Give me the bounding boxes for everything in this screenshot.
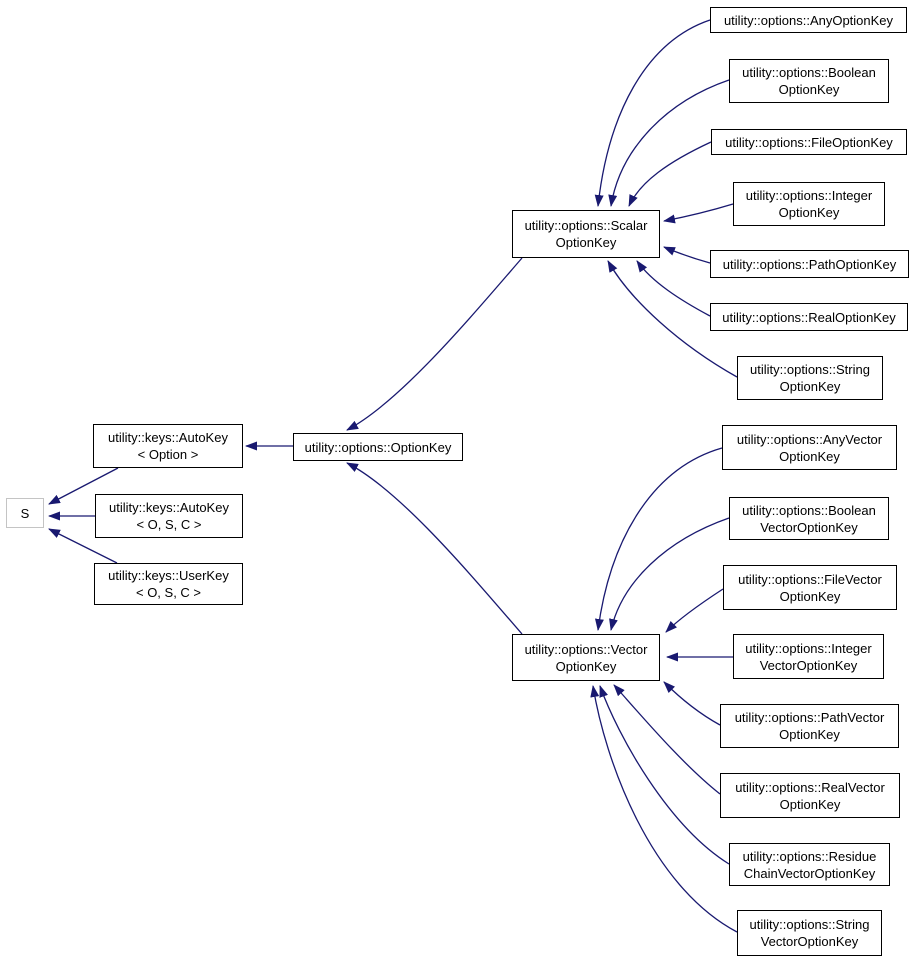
edge-booleanoptionkey-to-scalar [608, 79, 730, 207]
node-s: S [6, 498, 44, 528]
edge-stringvectoroptionkey-to-vector [590, 685, 738, 933]
edge-userkey-osc-to-s [48, 528, 118, 564]
node-booleanvectoroptionkey[interactable]: utility::options::Boolean VectorOptionKe… [729, 497, 889, 540]
node-pathoptionkey[interactable]: utility::options::PathOptionKey [710, 250, 909, 278]
edge-anyvectoroptionkey-to-vector [594, 447, 723, 631]
node-integervectoroptionkey[interactable]: utility::options::Integer VectorOptionKe… [733, 634, 884, 679]
edge-fileoptionkey-to-scalar [628, 141, 712, 207]
node-realoptionkey[interactable]: utility::options::RealOptionKey [710, 303, 908, 331]
node-vectoroptionkey[interactable]: utility::options::Vector OptionKey [512, 634, 660, 681]
node-stringoptionkey[interactable]: utility::options::String OptionKey [737, 356, 883, 400]
edge-anyoptionkey-to-scalar [594, 19, 711, 207]
node-fileoptionkey[interactable]: utility::options::FileOptionKey [711, 129, 907, 155]
node-optionkey[interactable]: utility::options::OptionKey [293, 433, 463, 461]
node-integeroptionkey[interactable]: utility::options::Integer OptionKey [733, 182, 885, 226]
edge-stringoptionkey-to-scalar [607, 260, 738, 378]
node-anyoptionkey[interactable]: utility::options::AnyOptionKey [710, 7, 907, 33]
edge-residuechainvectoroptionkey-to-vector [599, 685, 730, 865]
node-keys-autokey-option[interactable]: utility::keys::AutoKey < Option > [93, 424, 243, 468]
node-keys-autokey-osc[interactable]: utility::keys::AutoKey < O, S, C > [95, 494, 243, 538]
node-stringvectoroptionkey[interactable]: utility::options::String VectorOptionKey [737, 910, 882, 956]
edge-realvectoroptionkey-to-vector [613, 684, 721, 795]
node-residuechainvectoroptionkey[interactable]: utility::options::Residue ChainVectorOpt… [729, 843, 890, 886]
node-keys-userkey-osc[interactable]: utility::keys::UserKey < O, S, C > [94, 563, 243, 605]
node-scalaroptionkey[interactable]: utility::options::Scalar OptionKey [512, 210, 660, 258]
edge-filevectoroptionkey-to-vector [665, 588, 724, 633]
node-realvectoroptionkey[interactable]: utility::options::RealVector OptionKey [720, 773, 900, 818]
edge-vectoroptionkey-to-optionkey [346, 462, 523, 635]
node-anyvectoroptionkey[interactable]: utility::options::AnyVector OptionKey [722, 425, 897, 470]
node-filevectoroptionkey[interactable]: utility::options::FileVector OptionKey [723, 565, 897, 610]
edge-realoptionkey-to-scalar [636, 260, 711, 317]
edge-pathvectoroptionkey-to-vector [663, 681, 721, 726]
edge-booleanvectoroptionkey-to-vector [609, 517, 730, 631]
node-booleanoptionkey[interactable]: utility::options::Boolean OptionKey [729, 59, 889, 103]
edge-integeroptionkey-to-scalar [663, 203, 734, 224]
edge-pathoptionkey-to-scalar [663, 246, 711, 264]
edge-autokey-option-to-s [48, 467, 119, 505]
node-pathvectoroptionkey[interactable]: utility::options::PathVector OptionKey [720, 704, 899, 748]
edge-scalaroptionkey-to-optionkey [346, 257, 523, 431]
